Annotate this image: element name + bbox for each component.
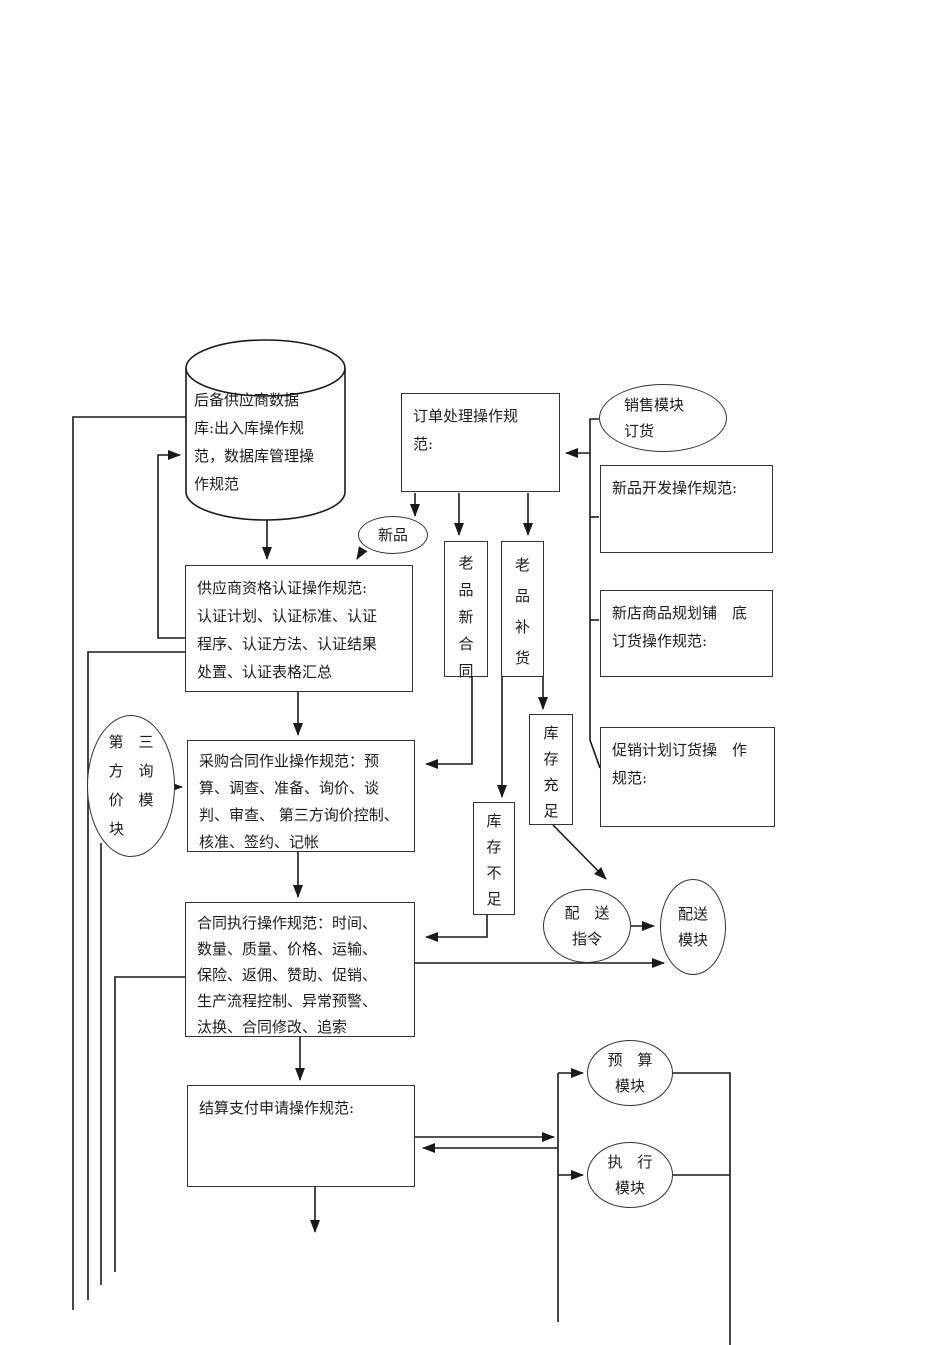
connectors [72, 339, 731, 1345]
dispatch-order-ellipse: 配 送 指令 [543, 889, 631, 963]
text-line: 指令 [571, 930, 602, 948]
text-line: 预 算 [607, 1051, 653, 1069]
text-line: 库存充足 [543, 724, 559, 820]
sales-module-ellipse: 销售模块 订货 [599, 384, 727, 452]
text-line: 算、调查、准备、询价、谈 [199, 779, 380, 797]
text-line: 第 三 [108, 733, 154, 751]
text-line: 订单处理操作规 [413, 407, 519, 425]
text-line: 核准、签约、记帐 [199, 833, 320, 851]
database-cylinder-top [185, 339, 346, 397]
text-line: 配 送 [564, 904, 610, 922]
text-line: 销售模块 [624, 396, 685, 414]
promotion-plan-box: 促销计划订货操 作 规范: [600, 727, 775, 827]
text-line: 规范: [612, 769, 648, 787]
text-line: 生产流程控制、异常预警、 [197, 992, 378, 1010]
text-line: 模块 [677, 931, 708, 949]
text-line: 块 [109, 820, 125, 838]
text-line: 促销计划订货操 作 [612, 741, 748, 759]
procurement-contract-box: 采购合同作业操作规范：预 算、调查、准备、询价、谈 判、审查、 第三方询价控制、… [187, 740, 415, 852]
text-line: 认证计划、认证标准、认证 [197, 607, 378, 625]
text-line: 老品新合同 [458, 554, 474, 680]
text-line: 新店商品规划铺 底 [612, 604, 748, 622]
old-item-new-contract-box: 老品新合同 [444, 541, 488, 680]
text-line: 范，数据库管理操 [194, 447, 315, 465]
old-item-replenish-box: 老品补货 [501, 541, 544, 677]
text-line: 数量、质量、价格、运输、 [197, 940, 378, 958]
text-line: 老品补货 [514, 556, 530, 667]
text-line: 处置、认证表格汇总 [197, 663, 333, 681]
settlement-box: 结算支付申请操作规范: [187, 1085, 415, 1187]
text-line: 配送 [677, 905, 708, 923]
new-product-dev-box: 新品开发操作规范: [600, 465, 773, 553]
database-node: 后备供应商数据 库:出入库操作规 范，数据库管理操 作规范 [194, 386, 339, 498]
order-processing-box: 订单处理操作规 范: [401, 393, 560, 492]
text-line: 后备供应商数据 [194, 391, 300, 409]
stock-sufficient-box: 库存充足 [529, 714, 573, 825]
text-line: 采购合同作业操作规范：预 [199, 752, 380, 770]
text-line: 汰换、合同修改、追索 [197, 1018, 348, 1036]
text-line: 结算支付申请操作规范: [199, 1099, 355, 1117]
text-line: 供应商资格认证操作规范: [197, 579, 368, 597]
text-line: 判、审查、 第三方询价控制、 [199, 806, 399, 824]
text-line: 新品 [377, 526, 408, 544]
text-line: 执 行 [607, 1153, 653, 1171]
text-line: 保险、返佣、赞助、促销、 [197, 966, 378, 984]
new-store-box: 新店商品规划铺 底 订货操作规范: [600, 590, 773, 677]
third-party-inquiry-ellipse: 第 三 方 询 价 模 块 [87, 715, 175, 857]
new-item-ellipse: 新品 [358, 516, 428, 554]
supplier-cert-box: 供应商资格认证操作规范: 认证计划、认证标准、认证 程序、认证方法、认证结果 处… [185, 565, 413, 692]
contract-execution-box: 合同执行操作规范：时间、 数量、质量、价格、运输、 保险、返佣、赞助、促销、 生… [185, 902, 415, 1037]
text-line: 模块 [614, 1077, 645, 1095]
dispatch-module-ellipse: 配送 模块 [660, 879, 726, 975]
text-line: 程序、认证方法、认证结果 [197, 635, 378, 653]
text-line: 价 模 [108, 791, 154, 809]
budget-module-ellipse: 预 算 模块 [587, 1040, 673, 1106]
text-line: 库存不足 [486, 812, 502, 908]
database-cylinder-body [185, 368, 346, 521]
text-line: 作规范 [194, 475, 240, 493]
text-line: 方 询 [108, 762, 154, 780]
text-line: 订货 [624, 422, 655, 440]
text-line: 库:出入库操作规 [194, 419, 305, 437]
stock-insufficient-box: 库存不足 [473, 802, 515, 915]
text-line: 合同执行操作规范：时间、 [197, 914, 378, 932]
text-line: 模块 [614, 1179, 645, 1197]
text-line: 范: [413, 435, 434, 453]
execution-module-ellipse: 执 行 模块 [587, 1142, 673, 1208]
text-line: 订货操作规范: [612, 632, 708, 650]
text-line: 新品开发操作规范: [612, 479, 738, 497]
